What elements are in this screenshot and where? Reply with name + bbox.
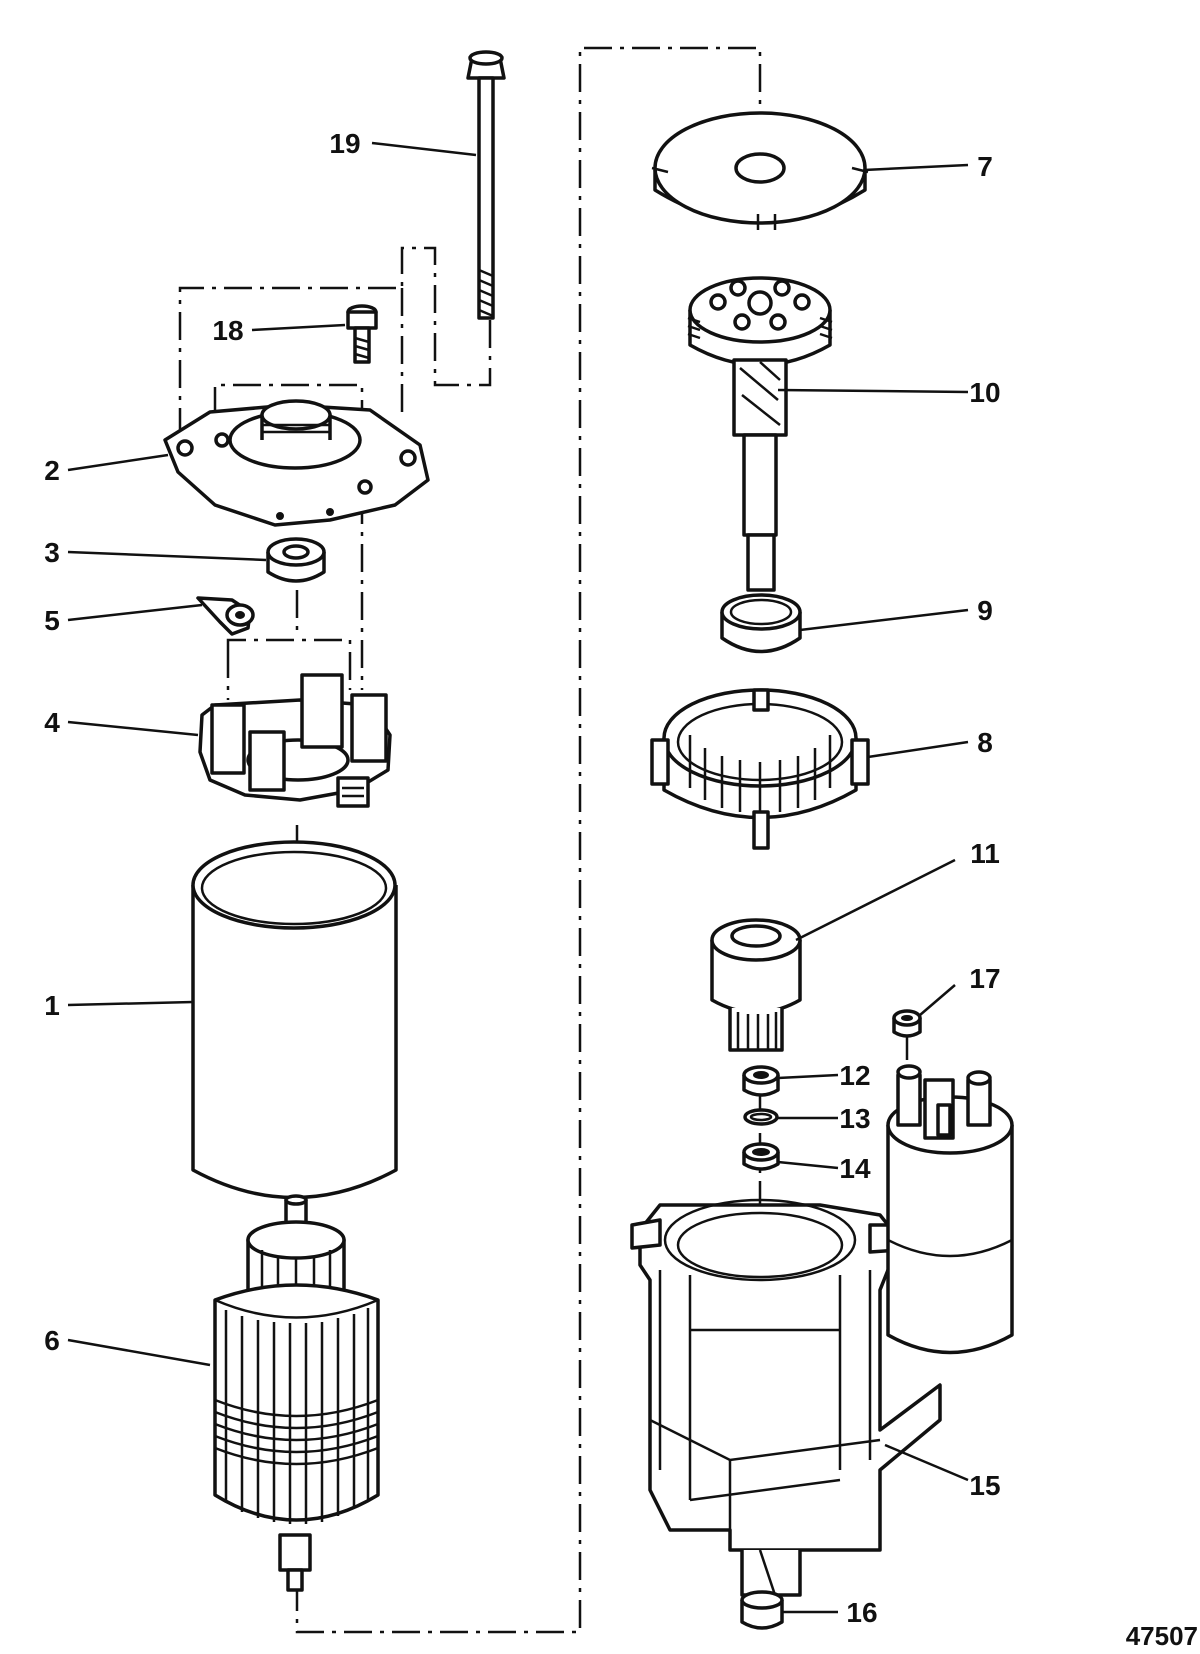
callout-5: 5 xyxy=(44,605,60,636)
callout-16: 16 xyxy=(846,1597,877,1628)
callout-12: 12 xyxy=(839,1060,870,1091)
callout-6: 6 xyxy=(44,1325,60,1356)
callout-10: 10 xyxy=(969,377,1000,408)
bearing-ring-9 xyxy=(720,593,802,654)
solenoid xyxy=(886,1064,1014,1355)
callout-8: 8 xyxy=(977,727,993,758)
planetary-shaft-10 xyxy=(687,276,833,592)
callout-19: 19 xyxy=(329,128,360,159)
figure-number: 47507 xyxy=(1126,1621,1198,1651)
field-housing-1 xyxy=(191,840,398,1200)
callout-17: 17 xyxy=(969,963,1000,994)
callout-3: 3 xyxy=(44,537,60,568)
drive-pinion-11 xyxy=(710,918,802,1052)
through-bolt-19 xyxy=(466,50,506,320)
snap-ring-13 xyxy=(743,1108,779,1126)
callout-15: 15 xyxy=(969,1470,1000,1501)
bushing-16 xyxy=(740,1590,784,1630)
callout-13: 13 xyxy=(839,1103,870,1134)
end-cap-2 xyxy=(163,399,430,527)
spring-5 xyxy=(196,596,255,636)
retainer-plate-7 xyxy=(651,111,869,230)
leader-lines xyxy=(67,141,969,1614)
collar-12 xyxy=(742,1065,780,1097)
callout-labels: 19 18 2 3 5 4 1 6 7 10 9 8 11 17 12 13 1… xyxy=(44,128,1000,1628)
callout-18: 18 xyxy=(212,315,243,346)
bearing-3 xyxy=(266,537,326,583)
armature-6 xyxy=(213,1194,380,1592)
thrust-collar-14 xyxy=(742,1142,780,1171)
callout-7: 7 xyxy=(977,151,993,182)
callout-9: 9 xyxy=(977,595,993,626)
brush-holder-4 xyxy=(198,673,392,808)
screw-18 xyxy=(346,304,378,364)
nut-17 xyxy=(892,1009,922,1038)
callout-4: 4 xyxy=(44,707,60,738)
callout-14: 14 xyxy=(839,1153,871,1184)
callout-2: 2 xyxy=(44,455,60,486)
ring-gear-8 xyxy=(650,688,870,850)
drive-housing-15 xyxy=(630,1198,942,1597)
callout-1: 1 xyxy=(44,990,60,1021)
callout-11: 11 xyxy=(970,838,1000,869)
